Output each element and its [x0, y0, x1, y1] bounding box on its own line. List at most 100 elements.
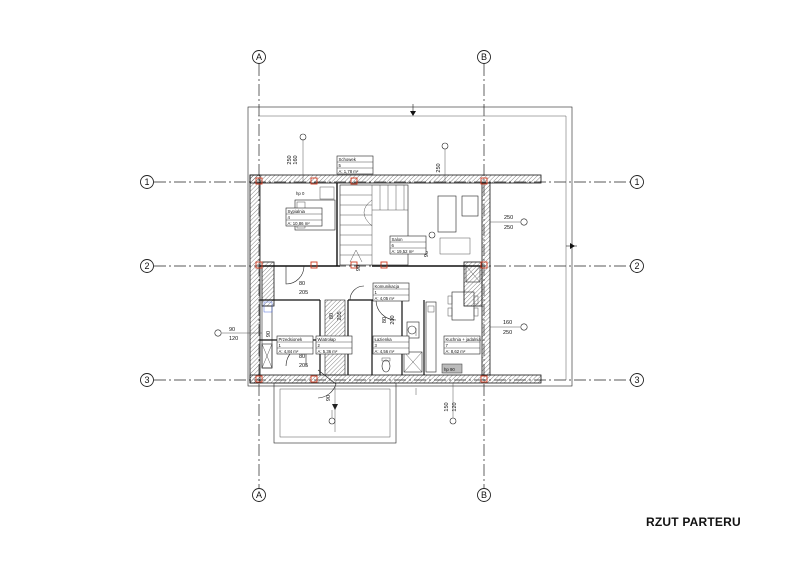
dim-250-top-middle: 250: [436, 142, 449, 182]
svg-text:80: 80: [382, 317, 388, 323]
room-area: A: 10,86 m²: [288, 221, 311, 226]
svg-text:250: 250: [504, 215, 513, 221]
room-number: 3: [375, 343, 378, 348]
svg-text:150: 150: [444, 402, 450, 411]
dim-90-kitchen-window: 90: [424, 231, 436, 257]
terrace: [273, 328, 417, 444]
svg-text:200: 200: [390, 315, 396, 324]
sink: [407, 325, 417, 335]
room-name: Salon: [392, 237, 404, 242]
svg-text:80: 80: [329, 313, 335, 319]
dim-80-205-upper: 80 205: [299, 281, 308, 296]
svg-text:2: 2: [144, 261, 149, 271]
toilet: [381, 359, 391, 373]
coffee-table: [439, 237, 471, 255]
axis-bubble-2-left: 2: [140, 259, 154, 273]
room-number: 1: [279, 343, 282, 348]
dim-80-205-lower: 80 205: [299, 354, 308, 369]
axis-bubble-b-top: B: [477, 50, 491, 64]
roof-outline: [247, 104, 577, 395]
room-number: 1: [375, 290, 378, 295]
dimension-callouts: 160 250 250 250 250 160 250 90 120 80: [214, 133, 528, 425]
room-name: Przedsionek: [279, 337, 303, 342]
svg-text:90: 90: [229, 327, 235, 333]
svg-text:B: B: [481, 52, 487, 62]
svg-text:90: 90: [266, 331, 272, 337]
dim-80-200-rotated-bath: 80 200: [382, 315, 396, 324]
level-note-hp90: hp 90: [444, 367, 455, 372]
furniture: [261, 186, 481, 373]
dining-table: [451, 291, 475, 321]
svg-text:90: 90: [356, 265, 362, 271]
svg-text:90: 90: [326, 395, 332, 401]
svg-text:3: 3: [634, 375, 639, 385]
armchair: [461, 195, 479, 217]
room-number: 6: [392, 243, 395, 248]
svg-text:1: 1: [634, 177, 639, 187]
dim-150-120-bottom: 150 120: [444, 383, 458, 425]
svg-text:A: A: [256, 52, 262, 62]
axis-bubble-1-left: 1: [140, 175, 154, 189]
room-name: Łazienka: [375, 337, 393, 342]
room-area: A: 5,36 m²: [318, 349, 338, 354]
svg-text:A: A: [256, 490, 262, 500]
room-number: 7: [446, 343, 449, 348]
level-note-hp0: hp 0: [296, 191, 305, 196]
dim-80-205-rotated-middle: 80 205: [329, 311, 343, 320]
fridge: [465, 265, 481, 283]
exterior-walls: [249, 174, 542, 384]
axis-bubble-3-left: 3: [140, 373, 154, 387]
room-number: 2: [318, 343, 321, 348]
room-number: 5: [339, 163, 342, 168]
staircase: [339, 184, 409, 266]
dim-250-250-right: 250 250: [490, 215, 528, 231]
dim-90-rotated-entry-left: 90: [266, 331, 272, 337]
axis-bubble-a-top: A: [252, 50, 266, 64]
svg-text:250: 250: [504, 225, 513, 231]
svg-text:80: 80: [299, 281, 305, 287]
svg-text:160: 160: [503, 320, 512, 326]
room-area: A: 4,56 m²: [375, 349, 395, 354]
room-number: 4: [288, 215, 291, 220]
svg-text:3: 3: [144, 375, 149, 385]
svg-text:2: 2: [634, 261, 639, 271]
dim-90-120-left: 90 120: [214, 327, 262, 342]
svg-text:120: 120: [452, 402, 458, 411]
room-name: Komunikacja: [375, 284, 400, 289]
room-area: A: 19,52 m²: [392, 249, 415, 254]
room-name: Sypialnia: [288, 209, 306, 214]
svg-text:250: 250: [287, 155, 293, 164]
room-area: A: 4,84 m²: [279, 349, 299, 354]
level-notes: hp 0 hp 90: [296, 191, 463, 374]
room-area: A: 1,78 m²: [339, 169, 359, 174]
svg-text:120: 120: [229, 336, 238, 342]
svg-text:250: 250: [503, 330, 512, 336]
bathtub: [403, 351, 423, 373]
axis-bubble-3-right: 3: [630, 373, 644, 387]
svg-text:80: 80: [299, 354, 305, 360]
kitchen-counter: [425, 301, 437, 373]
axis-bubble-a-bottom: A: [252, 488, 266, 502]
axis-grid: A B A B 1 2 3 1: [140, 50, 644, 502]
room-name: Schowek: [339, 157, 357, 162]
room-area: A: 4,05 m²: [375, 296, 395, 301]
axis-bubble-b-bottom: B: [477, 488, 491, 502]
axis-bubble-1-right: 1: [630, 175, 644, 189]
svg-text:160: 160: [293, 155, 299, 164]
dim-90-stair-landing: 90: [356, 265, 362, 271]
drawing-title: RZUT PARTERU: [646, 515, 741, 529]
svg-text:205: 205: [337, 311, 343, 320]
room-name: Kuchnia + jadalnia: [446, 337, 482, 342]
svg-text:250: 250: [436, 163, 442, 172]
axis-bubble-2-right: 2: [630, 259, 644, 273]
